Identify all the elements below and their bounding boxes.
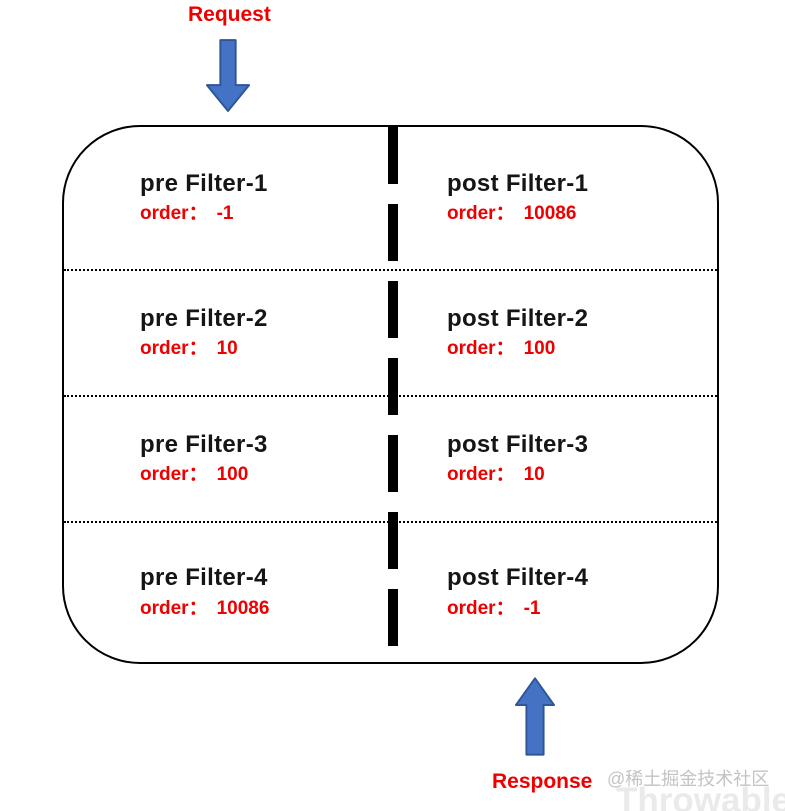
order-label: order： — [140, 203, 208, 225]
order-value: -1 — [523, 597, 541, 619]
watermark-logo-text: Throwable — [616, 781, 785, 811]
order-value: 100 — [216, 464, 249, 486]
order-value: 10086 — [523, 203, 577, 225]
filter-title: pre Filter-2 — [140, 304, 268, 332]
filter-order: order： 10 — [447, 464, 717, 486]
response-arrow-icon — [514, 677, 556, 756]
order-label: order： — [140, 597, 208, 619]
pre-filter-3-cell: pre Filter-3 order： 100 — [64, 397, 393, 521]
order-value: 10086 — [216, 597, 270, 619]
post-filter-2-cell: post Filter-2 order： 100 — [393, 271, 717, 395]
filter-title: pre Filter-3 — [140, 430, 268, 458]
post-filter-4-cell: post Filter-4 order： -1 — [393, 523, 717, 662]
order-label: order： — [447, 464, 515, 486]
order-label: order： — [140, 464, 208, 486]
filter-title: pre Filter-1 — [140, 169, 268, 197]
filter-row-4: pre Filter-4 order： 10086 post Filter-4 o… — [64, 523, 717, 662]
center-dashed-divider — [388, 127, 398, 662]
filter-title: post Filter-1 — [447, 169, 589, 197]
pre-filter-1-cell: pre Filter-1 order： -1 — [64, 127, 393, 269]
filter-order: order： 10086 — [140, 597, 393, 620]
filter-title: post Filter-4 — [447, 564, 589, 592]
post-filter-3-cell: post Filter-3 order： 10 — [393, 397, 717, 521]
pre-filter-2-cell: pre Filter-2 order： 10 — [64, 271, 393, 395]
order-value: 10 — [216, 338, 238, 360]
pre-filter-4-cell: pre Filter-4 order： 10086 — [64, 523, 393, 662]
response-label: Response — [492, 770, 593, 793]
request-arrow-icon — [205, 39, 251, 112]
order-label: order： — [447, 203, 515, 225]
filter-order: order： -1 — [140, 203, 393, 225]
filter-title: pre Filter-4 — [140, 564, 268, 592]
filter-order: order： 10 — [140, 338, 393, 360]
order-value: -1 — [216, 203, 234, 225]
order-value: 10 — [523, 464, 545, 486]
filter-order: order： 100 — [447, 338, 717, 360]
request-label: Request — [188, 3, 271, 26]
watermark-text: @稀土掘金技术社区 — [607, 769, 770, 789]
post-filter-1-cell: post Filter-1 order： 10086 — [393, 127, 717, 269]
filter-order: order： -1 — [447, 597, 717, 620]
filter-row-1: pre Filter-1 order： -1 post Filter-1 orde… — [64, 127, 717, 271]
filter-title: post Filter-2 — [447, 304, 589, 332]
filter-order: order： 100 — [140, 464, 393, 486]
order-label: order： — [447, 338, 515, 360]
filter-title: post Filter-3 — [447, 430, 589, 458]
order-value: 100 — [523, 338, 556, 360]
order-label: order： — [447, 597, 515, 619]
filter-order: order： 10086 — [447, 203, 717, 225]
order-label: order： — [140, 338, 208, 360]
filter-box: pre Filter-1 order： -1 post Filter-1 orde… — [62, 125, 719, 664]
